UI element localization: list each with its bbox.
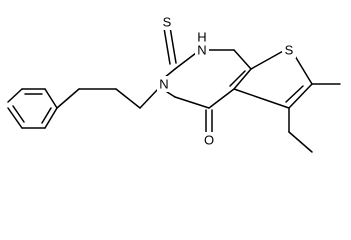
- thiophene-bond: [288, 83, 313, 109]
- atom-thioxo-sulfur: S: [160, 14, 174, 30]
- chain-bond: [139, 88, 159, 109]
- benzene-inner-bond: [12, 105, 25, 123]
- svg-text:S: S: [285, 43, 294, 58]
- thiophene-bond: [250, 49, 286, 70]
- atom-nh-nitrogen: N: [195, 42, 209, 58]
- svg-text:N: N: [159, 77, 168, 92]
- atom-nh-hydrogen: H: [195, 30, 209, 45]
- atom-thiophene-sulfur: S: [282, 42, 296, 58]
- atom-carbonyl-oxygen: O: [202, 132, 216, 148]
- svg-text:S: S: [163, 15, 172, 30]
- atom-label-layer: S H N S N O: [157, 14, 296, 148]
- fused-inner-bond: [229, 70, 246, 87]
- pyrimidine-bond: [233, 49, 252, 70]
- pyrimidine-bond: [208, 88, 235, 109]
- svg-text:N: N: [197, 43, 206, 58]
- thioxo-double-bond: [163, 27, 171, 65]
- benzene-bond: [44, 88, 58, 109]
- svg-text:H: H: [197, 30, 206, 45]
- chain-bond: [115, 88, 141, 109]
- thiophene-bond: [233, 88, 290, 109]
- benzene-inner-bond: [41, 107, 52, 124]
- chemical-structure-diagram: S H N S N O: [7, 14, 341, 153]
- thioxo-double-bond: [169, 26, 177, 64]
- svg-text:O: O: [204, 133, 214, 148]
- benzene-bond: [7, 107, 23, 129]
- thiophene-bond: [294, 55, 313, 85]
- chain-bond: [56, 88, 80, 109]
- atom-ring-nitrogen: N: [157, 76, 171, 92]
- pyrimidine-bond: [174, 96, 210, 109]
- ethyl-bond: [288, 131, 313, 153]
- pyrimidine-bond: [233, 68, 252, 90]
- benzene-bond: [7, 88, 23, 103]
- thiophene-inner-bond: [285, 85, 304, 103]
- benzene-bond: [44, 107, 58, 129]
